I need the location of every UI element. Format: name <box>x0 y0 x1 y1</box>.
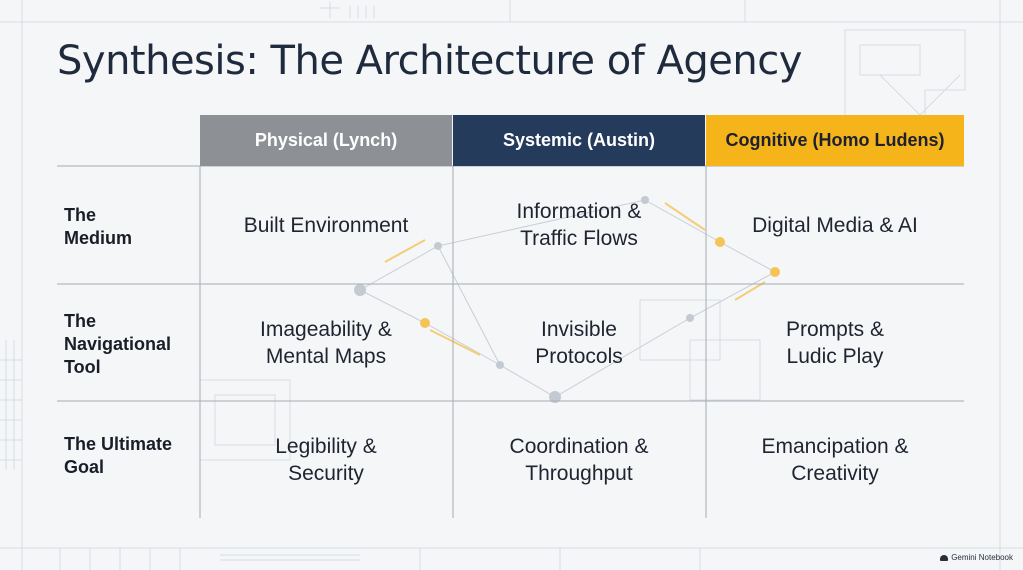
cell-goal-systemic: Coordination & Throughput <box>509 434 649 485</box>
cell-medium-cognitive: Digital Media & AI <box>752 213 918 237</box>
cell-goal-physical: Legibility & Security <box>275 434 377 485</box>
row-label-navigational-tool: The Navigational Tool <box>64 311 172 377</box>
column-header-physical: Physical (Lynch) <box>200 115 452 166</box>
branding: Gemini Notebook <box>940 553 1013 562</box>
cell-medium-physical: Built Environment <box>243 213 409 237</box>
cell-medium-systemic: Information & Traffic Flows <box>516 200 642 250</box>
row-label-ultimate-goal: The Ultimate Goal <box>64 434 173 477</box>
notebook-icon <box>940 554 949 561</box>
slide-title: Synthesis: The Architecture of Agency <box>57 38 802 84</box>
branding-label: Gemini Notebook <box>951 553 1013 562</box>
cell-goal-cognitive: Emancipation & Creativity <box>761 434 909 485</box>
column-header-systemic: Systemic (Austin) <box>453 115 705 166</box>
cell-tool-cognitive: Prompts & Ludic Play <box>785 317 885 368</box>
cell-tool-systemic: Invisible Protocols <box>535 317 623 368</box>
column-header-cognitive: Cognitive (Homo Ludens) <box>706 115 964 166</box>
row-label-medium: The Medium <box>64 205 133 248</box>
cell-tool-physical: Imageability & Mental Maps <box>260 317 392 368</box>
